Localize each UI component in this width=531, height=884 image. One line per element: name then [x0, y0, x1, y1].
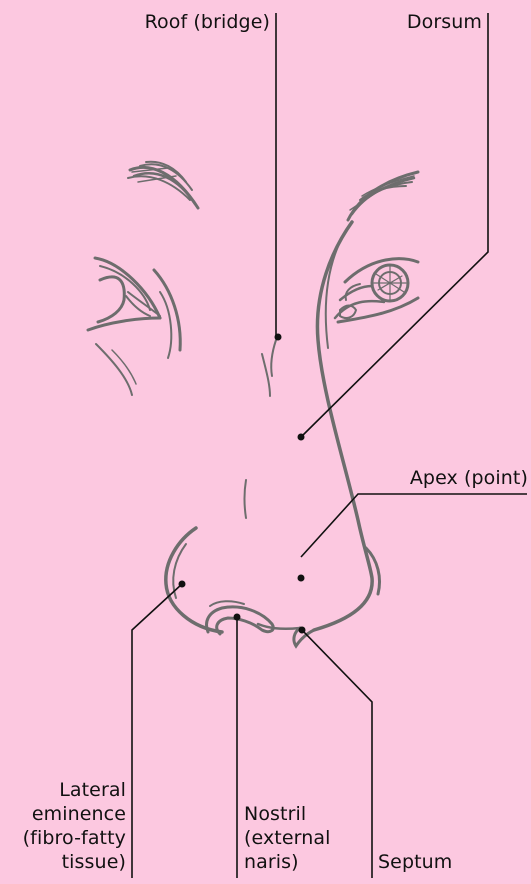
right-eyebrow [348, 172, 418, 220]
dorsum-label: Dorsum [340, 10, 482, 34]
dorsum-leader [301, 13, 488, 437]
lateral-leader [132, 584, 182, 878]
apex-leader [301, 494, 527, 557]
nose-outline [245, 222, 380, 646]
nostril-dot [234, 614, 241, 621]
apex-label: Apex (point) [370, 466, 528, 490]
lateral-dot [179, 581, 186, 588]
septum-label: Septum [378, 850, 498, 874]
dorsum-dot [298, 434, 305, 441]
nostril-label: Nostril (external naris) [244, 802, 364, 874]
right-eye [335, 259, 418, 322]
roof-dot [275, 334, 282, 341]
roof-label: Roof (bridge) [110, 10, 270, 34]
apex-dot [298, 575, 305, 582]
septum-dot [299, 627, 306, 634]
lateral-eminence-label: Lateral eminence (fibro-fatty tissue) [0, 778, 126, 874]
leader-lines [132, 13, 527, 878]
left-eyebrow [128, 162, 198, 208]
left-eye [88, 258, 180, 395]
leader-dots [179, 334, 306, 634]
